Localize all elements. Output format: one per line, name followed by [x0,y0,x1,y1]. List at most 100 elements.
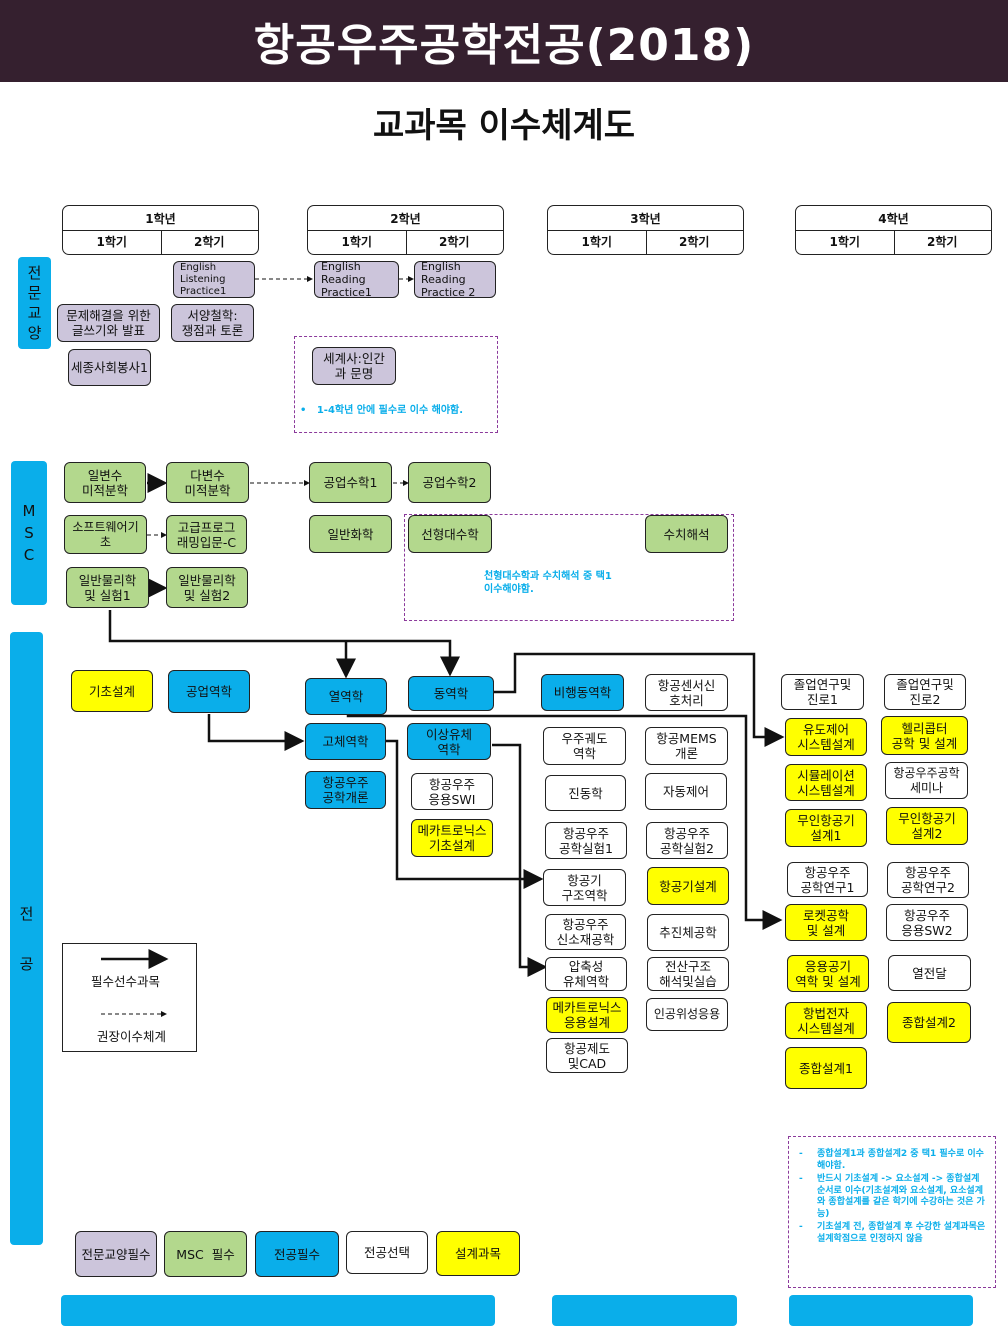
note-text: 종합설계1과 종합설계2 중 택1 필수로 이수 해야함. [817,1149,984,1171]
course-basic-design: 기초설계 [71,670,153,712]
course-capstone-1: 종합설계1 [785,1047,867,1089]
sidebar-char: 문 [27,284,42,302]
semester-2-label: 2학기 [927,235,958,249]
arrow-dynamics-guidance [494,652,785,747]
note-item: -기초설계 전, 종합설계 후 수강한 설계과목은 설계학점으로 인정하지 않음 [799,1222,986,1244]
course-aerospace-lab-1: 항공우주 공학실험1 [545,822,627,859]
course-avionics-design: 항법전자 시스템설계 [785,1002,867,1039]
course-computational-structures: 전산구조 해석및실습 [647,957,729,991]
sidebar-char: C [23,546,35,564]
course-applied-aerodynamics: 응용공기 역학 및 설계 [787,955,869,992]
course-vibration: 진동학 [545,775,626,811]
course-ideal-fluid-mechanics: 이상유체 역학 [407,723,491,760]
legend-recommended-label: 권장이수체계 [97,1029,167,1044]
note-text: 기초설계 전, 종합설계 후 수강한 설계과목은 설계학점으로 인정하지 않음 [817,1222,986,1244]
sidebar-char: M [22,502,36,520]
year-label: 2학년 [308,208,503,231]
course-aircraft-structures: 항공기 구조역학 [543,869,626,906]
semester-2-label: 2학기 [439,235,470,249]
course-world-history: 세계사:인간 과 문명 [312,347,396,385]
capstone-notes: -종합설계1과 종합설계2 중 택1 필수로 이수 해야함. -반드시 기초설계… [788,1136,996,1288]
general-note-text: 1-4학년 안에 필수로 이수 해야함. [316,405,464,416]
sidebar-msc: M S C [11,461,47,605]
semester-1-label: 1학기 [796,230,895,254]
arrow-fluid-compressible [492,743,548,977]
legend: 필수선수과목 권장이수체계 [62,943,197,1052]
key-major-required: 전공필수 [255,1231,339,1277]
course-drawing-cad: 항공제도 및CAD [546,1038,628,1073]
course-advanced-programming: 고급프로그 래밍입문-C [166,515,247,554]
sidebar-char: 전 [27,264,42,282]
year-label: 4학년 [796,208,991,231]
course-calculus-1: 일변수 미적분학 [64,462,146,503]
course-linear-algebra: 선형대수학 [408,515,492,553]
course-mechatronics-basic-design: 메카트로닉스 기초설계 [411,819,493,857]
course-heat-transfer: 열전달 [888,955,971,991]
course-english-reading-2: English Reading Practice 2 [414,260,496,299]
sidebar-char: 전 [19,904,34,923]
sidebar-char: 교 [27,304,42,322]
course-simulation-design: 시뮬레이션 시스템설계 [785,764,867,801]
course-automatic-control: 자동제어 [645,773,727,810]
course-guidance-control: 유도제어 시스템설계 [785,718,867,756]
course-aerospace-seminar: 항공우주공학 세미나 [885,762,968,799]
course-aerospace-research-1: 항공우주 공학연구1 [787,862,868,897]
course-calculus-2: 다변수 미적분학 [166,462,249,503]
semester-2-label: 2학기 [194,235,225,249]
course-aerospace-lab-2: 항공우주 공학실험2 [646,822,728,859]
key-major-elective: 전공선택 [346,1231,428,1274]
course-engineering-math-2: 공업수학2 [408,462,491,503]
sidebar-major: 전 공 [10,632,43,1245]
semester-1-label: 1학기 [63,230,162,254]
key-msc-required: MSC 필수 [164,1231,247,1277]
course-numerical-analysis: 수치해석 [645,515,728,553]
course-engineering-mechanics: 공업역학 [168,670,250,713]
msc-note: 선형대수학과 수치해석 중 택1 이수해야함. [484,570,694,596]
sidebar-general: 전 문 교 양 [18,257,51,349]
course-uav-design-2: 무인항공기 설계2 [886,807,968,845]
course-solid-mechanics: 고체역학 [305,723,386,760]
msc-note-bullet: • [484,567,490,578]
course-uav-design-1: 무인항공기 설계1 [785,809,867,847]
note-item: -반드시 기초설계 -> 요소설계 -> 종합설계 순서로 이수(기초설계와 요… [799,1174,987,1220]
course-mechatronics-applied-design: 메카트로닉스 응용설계 [546,997,628,1033]
year-label: 3학년 [548,208,743,231]
course-aerospace-research-2: 항공우주 공학연구2 [887,862,969,898]
key-general-required: 전문교양필수 [75,1231,157,1277]
course-dynamics: 동역학 [408,676,494,711]
course-aerospace-materials: 항공우주 신소재공학 [545,914,626,950]
course-graduation-research-1: 졸업연구및 진로1 [781,674,864,710]
legend-lines [101,949,169,1017]
course-aerospace-sw-1: 항공우주 응용SWI [411,773,493,810]
bottom-bar-3 [789,1295,973,1326]
year-header-1: 1학년 1학기 2학기 [62,205,259,255]
course-aircraft-design: 항공기설계 [647,867,729,905]
course-intro-aerospace: 항공우주 공학개론 [305,771,386,809]
course-capstone-2: 종합설계2 [887,1002,971,1043]
year-header-4: 4학년 1학기 2학기 [795,205,992,255]
course-english-listening: English Listening Practice1 [173,261,255,298]
msc-note-text: 선형대수학과 수치해석 중 택1 이수해야함. [484,571,612,595]
semester-1-label: 1학기 [308,230,407,254]
sidebar-char: 양 [27,324,42,342]
capstone-notes-list: -종합설계1과 종합설계2 중 택1 필수로 이수 해야함. -반드시 기초설계… [799,1149,987,1245]
general-note-group [294,336,498,433]
course-engineering-math-1: 공업수학1 [309,462,392,503]
page-subtitle: 교과목 이수체계도 [372,106,636,146]
course-physics-2: 일반물리학 및 실험2 [166,567,248,608]
semester-2-label: 2학기 [679,235,710,249]
msc-elective-group [404,514,734,621]
course-english-reading-1: English Reading Practice1 [314,260,399,299]
course-satellite-applications: 인공위성응용 [646,998,728,1031]
course-mems: 항공MEMS 개론 [645,727,728,765]
course-chemistry: 일반화학 [309,515,392,553]
course-social-service: 세종사회봉사1 [68,349,151,386]
bottom-bar-1 [61,1295,495,1326]
course-philosophy: 서양철학: 쟁점과 토론 [171,304,254,342]
course-physics-1: 일반물리학 및 실험1 [66,567,149,608]
arrow-solid-structure [386,739,544,889]
sidebar-char: 공 [19,954,34,973]
course-orbital-mechanics: 우주궤도 역학 [543,727,626,765]
note-text: 반드시 기초설계 -> 요소설계 -> 종합설계 순서로 이수(기초설계와 요소… [817,1174,985,1219]
course-writing: 문제해결을 위한 글쓰기와 발표 [57,304,160,342]
